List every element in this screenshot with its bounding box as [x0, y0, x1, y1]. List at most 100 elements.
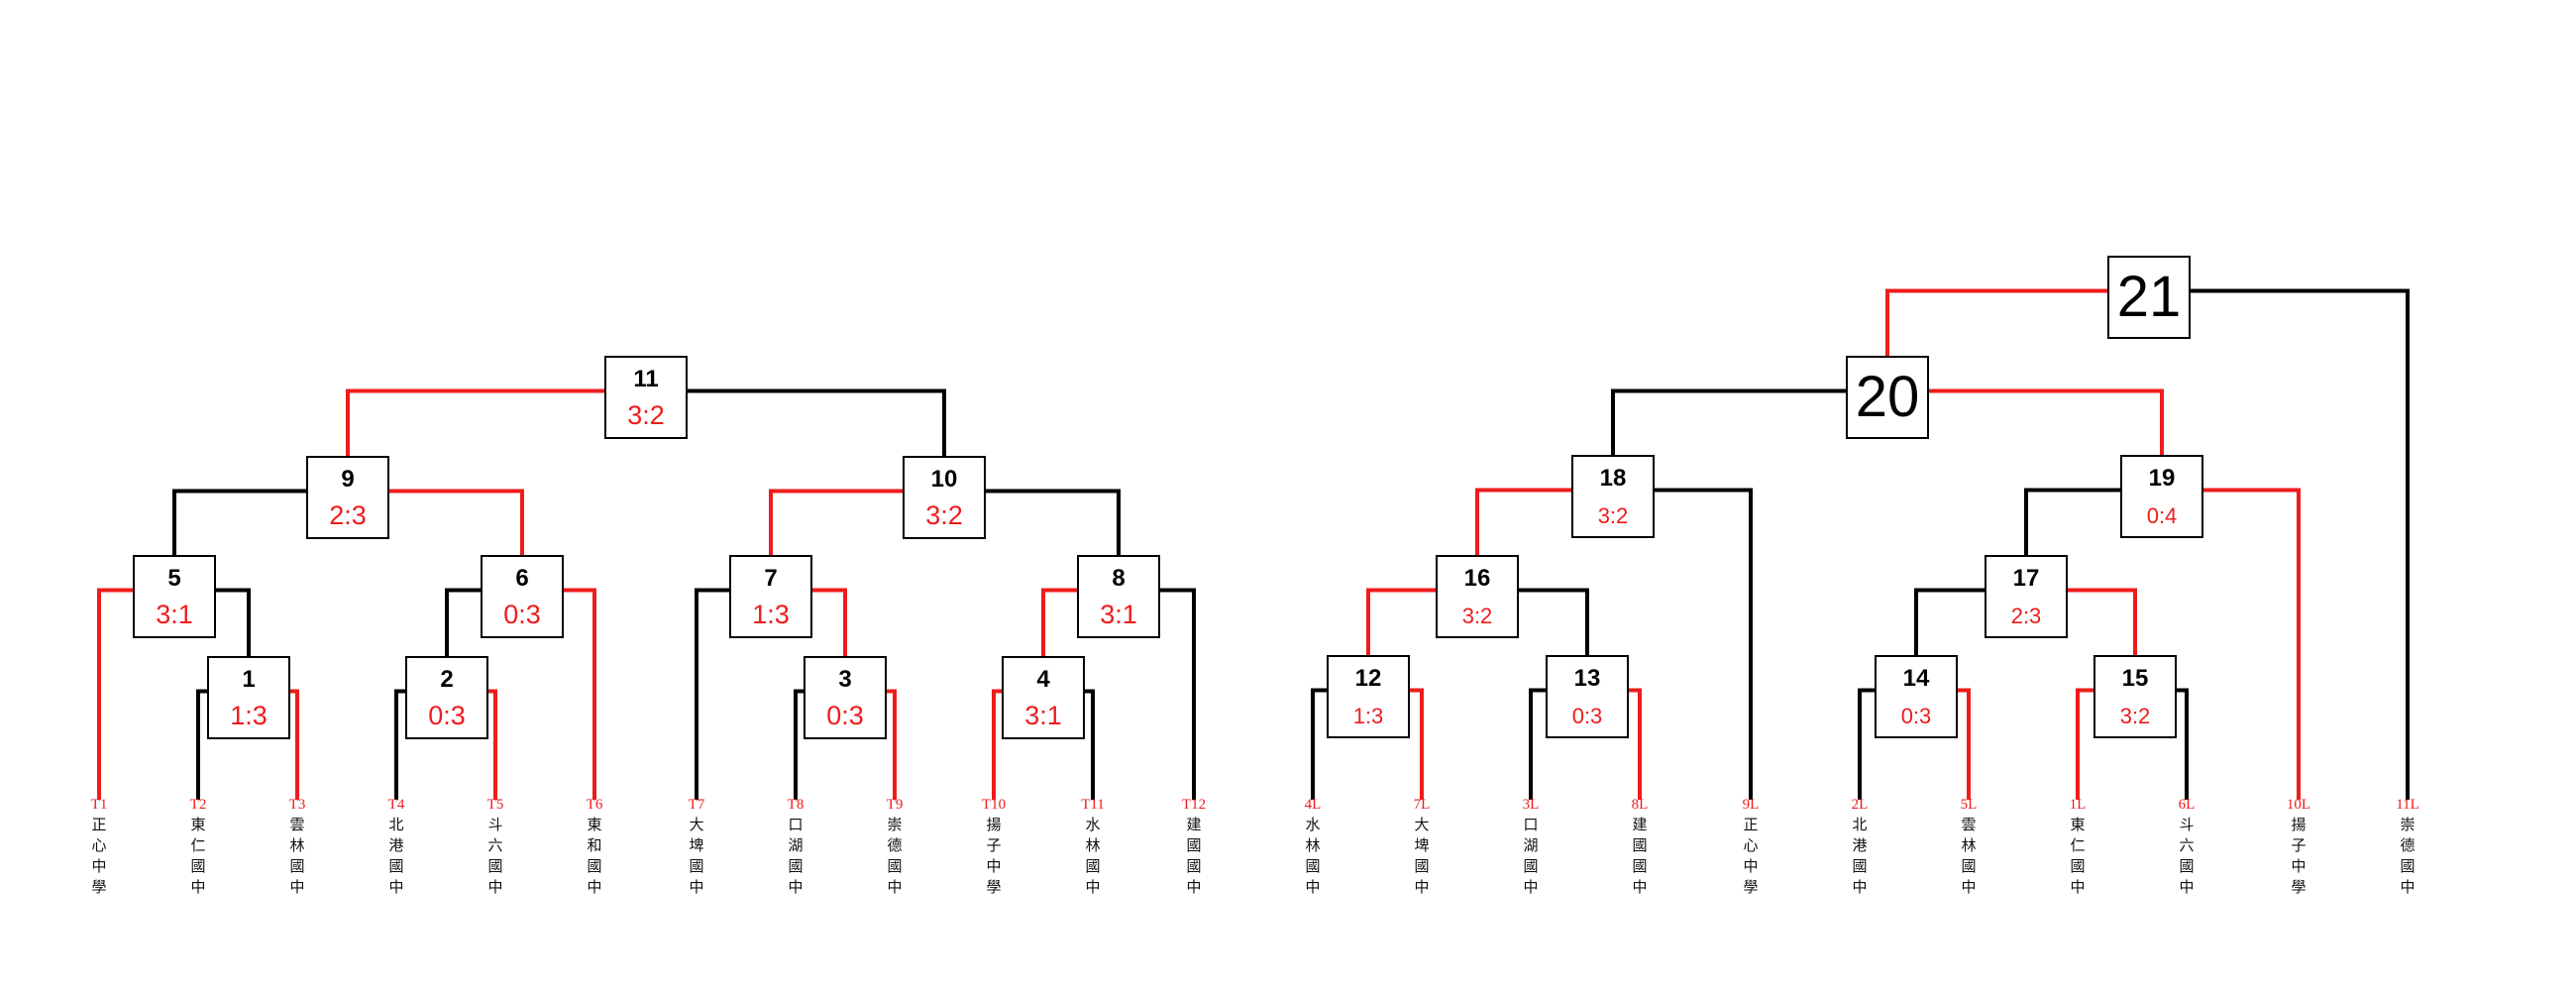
team-name-char: 國: [1186, 857, 1201, 875]
team-name-char: 北: [1852, 816, 1867, 833]
match-score: 3:2: [2120, 704, 2151, 728]
team-name-char: 學: [1743, 878, 1758, 896]
team-name-char: 子: [2291, 836, 2306, 854]
connector-10-right: [983, 489, 1121, 558]
connector-5-right: [213, 588, 251, 659]
team-name-char: 揚: [2291, 816, 2306, 833]
team-seed: 2L: [1852, 797, 1869, 813]
team-name-char: 國: [1305, 857, 1320, 875]
team-name-char: 大: [1414, 816, 1429, 833]
team-name-char: 林: [1085, 836, 1100, 854]
match-number: 10: [931, 466, 958, 493]
match-number: 19: [2149, 465, 2176, 492]
team-name-char: 仁: [190, 836, 205, 854]
match-score: 1:3: [752, 600, 790, 629]
team-seed: 5L: [1961, 797, 1978, 813]
connector-9-left: [172, 489, 309, 558]
team-name-char: 學: [91, 878, 106, 896]
match-box: [1985, 555, 2068, 638]
match-score: 0:3: [503, 600, 541, 629]
team-seed: 3L: [1523, 797, 1540, 813]
team-name-char: 水: [1305, 816, 1320, 833]
team-name-char: 仁: [2070, 836, 2085, 854]
match-number: 9: [341, 466, 354, 493]
match-score: 0:3: [1572, 704, 1603, 728]
connector-2-left: [394, 689, 408, 800]
team-name-char: 德: [2400, 836, 2415, 854]
connector-20-left: [1611, 388, 1849, 458]
match-2: 20:3: [405, 656, 488, 739]
team-name-char: 中: [190, 878, 205, 896]
connector-21-right: [2188, 288, 2410, 800]
match-7: 71:3: [729, 555, 812, 638]
team-seed: T10: [982, 797, 1006, 813]
team-name-char: 國: [2070, 857, 2085, 875]
match-score: 0:3: [428, 701, 466, 730]
team-name-char: 國: [1632, 857, 1647, 875]
team-name-char: 東: [2070, 816, 2085, 833]
match-score: 3:1: [1100, 600, 1137, 629]
match-number: 8: [1112, 565, 1125, 592]
team-name-char: 心: [1743, 836, 1758, 854]
match-score: 1:3: [1353, 704, 1384, 728]
match-box: [207, 656, 290, 739]
connector-7-right: [809, 588, 847, 659]
match-box: [1546, 655, 1629, 738]
connector-19-left: [2024, 488, 2123, 558]
match-score: 2:3: [2011, 604, 2042, 628]
match-number: 7: [764, 565, 777, 592]
match-box: [1436, 555, 1519, 638]
match-number: 13: [1574, 665, 1601, 692]
team-name-char: 國: [1852, 857, 1867, 875]
team-name-char: 中: [1414, 878, 1429, 896]
team-name-char: 國: [289, 857, 304, 875]
match-box: [2107, 256, 2191, 339]
connector-11-right: [685, 388, 946, 459]
match-score: 0:4: [2147, 503, 2178, 528]
connector-6-right: [561, 588, 596, 800]
team-name-char: 中: [1085, 878, 1100, 896]
match-box: [804, 656, 887, 739]
team-name-char: 中: [2070, 878, 2085, 896]
team-name-char: 國: [1186, 836, 1201, 854]
team-name-char: 中: [587, 878, 601, 896]
team-name-char: 中: [1852, 878, 1867, 896]
team-name-char: 國: [1414, 857, 1429, 875]
connector-4-left: [992, 689, 1005, 800]
match-score: 0:3: [826, 701, 864, 730]
team-name-char: 雲: [289, 816, 304, 833]
team-name-char: 國: [689, 857, 703, 875]
team-name-char: 斗: [487, 816, 502, 833]
team-name-char: 中: [1186, 878, 1201, 896]
match-box: [481, 555, 564, 638]
team-name-char: 中: [91, 857, 106, 875]
team-name-char: 中: [1523, 878, 1538, 896]
connector-6-left: [445, 588, 483, 659]
team-seed: 11L: [2396, 797, 2419, 813]
team-name-char: 林: [1305, 836, 1320, 854]
team-seed: 1L: [2070, 797, 2087, 813]
team-name-char: 崇: [887, 816, 902, 833]
connector-10-left: [769, 489, 906, 558]
match-number: 2: [440, 666, 453, 693]
team-name-char: 六: [487, 836, 502, 854]
connector-1-left: [196, 689, 210, 800]
connector-18-left: [1475, 488, 1574, 558]
team-seed: 8L: [1632, 797, 1649, 813]
team-name-char: 中: [2291, 857, 2306, 875]
team-name-char: 口: [1523, 816, 1538, 833]
match-number: 1: [242, 666, 255, 693]
team-seed: T12: [1182, 797, 1206, 813]
team-seed: T1: [91, 797, 108, 813]
match-19: 190:4: [2120, 455, 2203, 538]
match-box: [1571, 455, 1655, 538]
match-10: 103:2: [903, 456, 986, 539]
